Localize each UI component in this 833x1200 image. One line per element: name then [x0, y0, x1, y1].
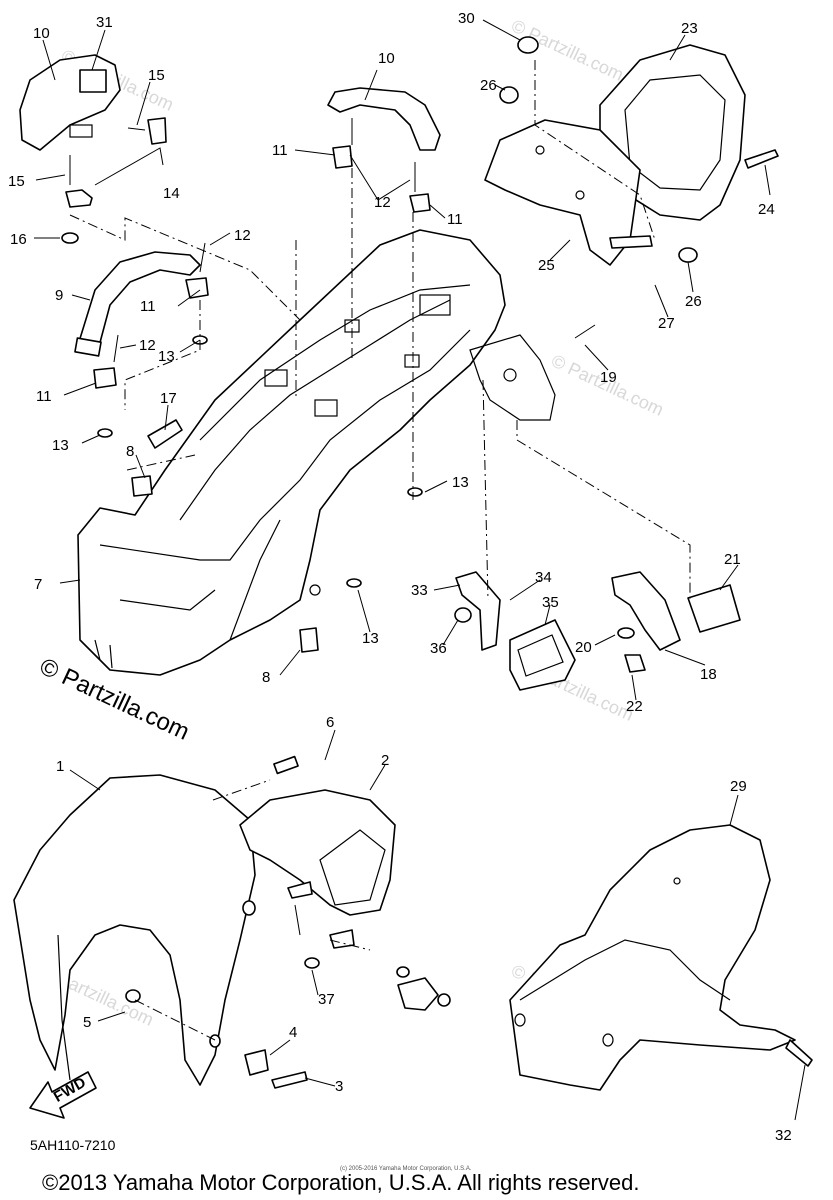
callout-20: 20 — [575, 639, 592, 656]
band-10-top — [327, 87, 441, 151]
callout-labels: 10 31 15 15 14 16 10 11 12 11 12 9 11 12… — [8, 10, 792, 1144]
callout-35: 36 — [430, 640, 447, 657]
callout-22: 22 — [626, 698, 643, 715]
callout-34: 35 — [542, 594, 559, 611]
callout-12: 12 — [139, 337, 156, 354]
callout-12: 12 — [234, 227, 251, 244]
callout-24: 24 — [758, 201, 775, 218]
callout-13: 13 — [158, 348, 175, 365]
callout-30: 32 — [775, 1127, 792, 1144]
small-fasteners — [61, 117, 596, 653]
rear-fender — [509, 824, 813, 1091]
callout-10: 10 — [33, 25, 50, 42]
callout-4: 4 — [289, 1024, 297, 1041]
copyright-footer: ©2013 Yamaha Motor Corporation, U.S.A. A… — [42, 1170, 639, 1195]
callout-15: 15 — [148, 67, 165, 84]
callout-11: 11 — [447, 211, 463, 228]
callout-27: 27 — [658, 315, 675, 332]
callout-13: 13 — [52, 437, 69, 454]
callout-11: 11 — [272, 142, 288, 159]
rear-inner-fender — [77, 229, 556, 676]
callout-3: 3 — [335, 1078, 343, 1095]
callout-8: 8 — [262, 669, 270, 686]
callout-29: 29 — [730, 778, 747, 795]
callout-12: 12 — [374, 194, 391, 211]
callout-7: 7 — [34, 576, 42, 593]
front-fender — [13, 755, 451, 1089]
band-10-31 — [19, 54, 121, 151]
small-copyright: (c) 2005-2016 Yamaha Motor Corporation, … — [340, 1166, 472, 1172]
callout-31: 31 — [96, 14, 113, 31]
callout-16: 16 — [10, 231, 27, 248]
callout-19: 19 — [600, 369, 617, 386]
callout-1: 1 — [56, 758, 64, 775]
callout-36: 37 — [318, 991, 335, 1008]
taillight-housing — [484, 36, 779, 266]
callout-11: 11 — [140, 298, 156, 315]
callout-26: 26 — [685, 293, 702, 310]
diagram-code: 5AH110-7210 — [30, 1137, 116, 1153]
fwd-arrow-icon: FWD — [29, 1071, 97, 1119]
callout-28: 30 — [458, 10, 475, 27]
callout-9: 9 — [55, 287, 63, 304]
callout-8: 8 — [126, 443, 134, 460]
callout-26: 26 — [480, 77, 497, 94]
callout-10: 10 — [378, 50, 395, 67]
assembly-lines — [69, 60, 691, 1041]
callout-6: 6 — [326, 714, 334, 731]
callout-5: 5 — [83, 1014, 91, 1031]
reflector-brackets — [454, 571, 741, 691]
callout-11: 11 — [36, 388, 52, 405]
callout-33: 34 — [535, 569, 552, 586]
band-9 — [74, 251, 201, 357]
callout-18: 18 — [700, 666, 717, 683]
callout-25: 25 — [538, 257, 555, 274]
callout-23: 23 — [681, 20, 698, 37]
callout-13: 13 — [452, 474, 469, 491]
callout-2: 2 — [381, 752, 389, 769]
leader-lines — [34, 19, 806, 1121]
callout-32: 33 — [411, 582, 428, 599]
callout-14: 14 — [163, 185, 180, 202]
callout-17: 17 — [160, 390, 177, 407]
callout-21: 21 — [724, 551, 741, 568]
callout-15: 15 — [8, 173, 25, 190]
callout-13: 13 — [362, 630, 379, 647]
